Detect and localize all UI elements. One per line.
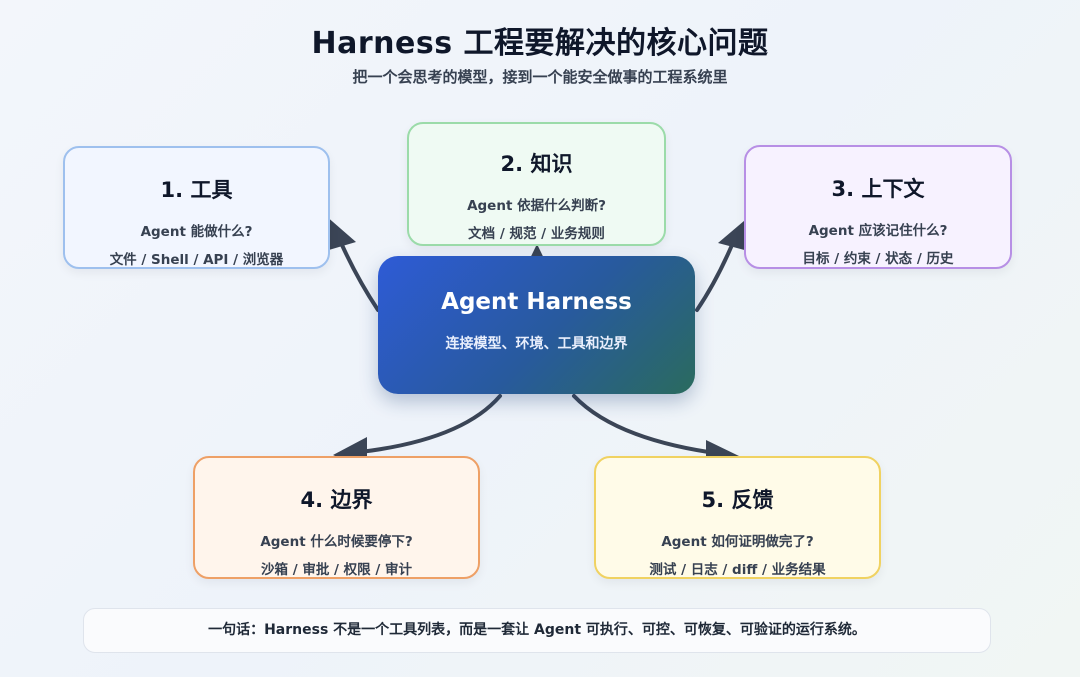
node-boundaries-question: Agent 什么时候要停下?: [260, 534, 413, 550]
node-feedback-title: 5. 反馈: [701, 488, 774, 512]
arrowhead-tools: [322, 215, 356, 252]
node-feedback-question: Agent 如何证明做完了?: [661, 534, 814, 550]
node-context-question: Agent 应该记住什么?: [808, 223, 948, 239]
node-tools-items: 文件 / Shell / API / 浏览器: [109, 252, 284, 268]
arrow-to-bounds: [358, 394, 502, 454]
node-knowledge-question: Agent 依据什么判断?: [467, 198, 606, 214]
node-tools: 1. 工具 Agent 能做什么? 文件 / Shell / API / 浏览器: [63, 146, 330, 269]
node-tools-title: 1. 工具: [160, 178, 233, 202]
node-tools-question: Agent 能做什么?: [140, 224, 253, 240]
node-boundaries-title: 4. 边界: [300, 488, 373, 512]
node-context: 3. 上下文 Agent 应该记住什么? 目标 / 约束 / 状态 / 历史: [744, 145, 1012, 269]
node-knowledge-title: 2. 知识: [500, 152, 573, 176]
page-title: Harness 工程要解决的核心问题: [311, 26, 769, 61]
node-context-items: 目标 / 约束 / 状态 / 历史: [802, 251, 954, 267]
center-node-title: Agent Harness: [441, 289, 632, 315]
node-context-title: 3. 上下文: [831, 177, 925, 201]
center-node-agent-harness: Agent Harness 连接模型、环境、工具和边界: [378, 256, 695, 394]
summary-banner: 一句话：Harness 不是一个工具列表，而是一套让 Agent 可执行、可控、…: [83, 608, 991, 653]
node-boundaries-items: 沙箱 / 审批 / 权限 / 审计: [261, 562, 412, 578]
center-node-subtitle: 连接模型、环境、工具和边界: [445, 336, 628, 352]
arrow-to-feedback: [572, 394, 724, 456]
node-knowledge: 2. 知识 Agent 依据什么判断? 文档 / 规范 / 业务规则: [407, 122, 666, 246]
node-knowledge-items: 文档 / 规范 / 业务规则: [468, 226, 605, 242]
node-boundaries: 4. 边界 Agent 什么时候要停下? 沙箱 / 审批 / 权限 / 审计: [193, 456, 480, 579]
page-subtitle: 把一个会思考的模型，接到一个能安全做事的工程系统里: [352, 68, 728, 86]
arrow-to-context: [695, 243, 734, 312]
node-feedback: 5. 反馈 Agent 如何证明做完了? 测试 / 日志 / diff / 业务…: [594, 456, 881, 579]
arrow-to-tools: [340, 243, 380, 312]
node-feedback-items: 测试 / 日志 / diff / 业务结果: [649, 562, 826, 578]
arrowhead-context: [718, 215, 752, 252]
